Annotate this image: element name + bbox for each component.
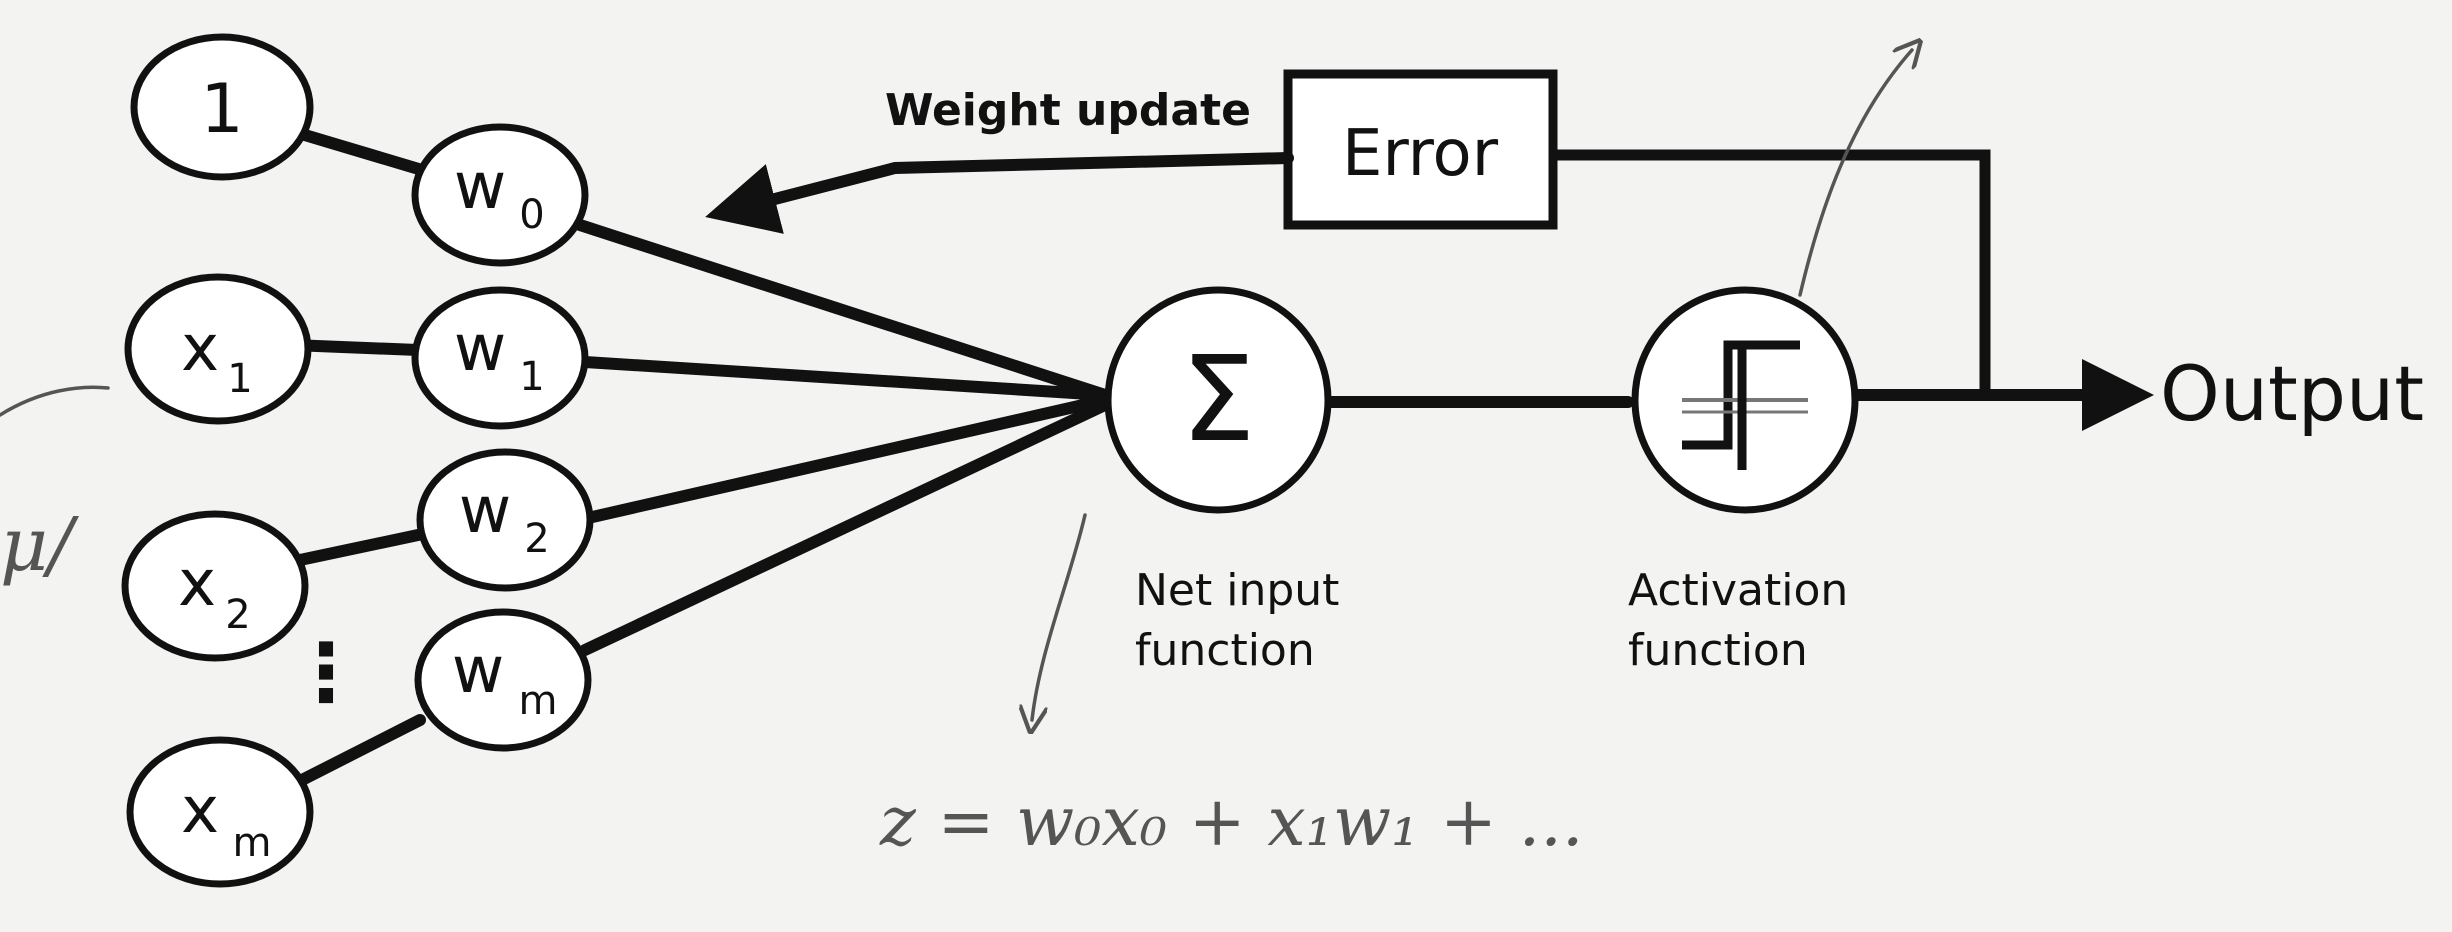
wire-wm-to-sum	[579, 399, 1111, 656]
activation-label-line1: Activation	[1628, 565, 1848, 616]
weight-node-w2: w 2	[416, 448, 594, 592]
weight-w2-label: w	[459, 474, 511, 548]
input-x2-subscript: 2	[225, 592, 250, 638]
weight-wm-subscript: m	[519, 678, 558, 724]
error-label: Error	[1342, 117, 1499, 191]
sigma-symbol: Σ	[1181, 330, 1256, 468]
pencil-curve-left	[0, 385, 110, 417]
weight-wm-label: w	[452, 634, 504, 708]
wire-x1-to-w1	[286, 339, 424, 356]
pencil-arrow-down	[1032, 513, 1087, 720]
input-node-bias: 1	[130, 33, 314, 181]
input-x2-label: x	[178, 547, 216, 621]
weight-update-arrow	[705, 152, 1294, 234]
weight-w0-subscript: 0	[519, 192, 544, 238]
handwritten-equation: z = w₀x₀ + x₁w₁ + ...	[879, 783, 1583, 862]
input-node-xm: x m	[126, 736, 314, 888]
wire-xm-to-wm	[292, 714, 426, 788]
input-node-x2: x 2	[121, 510, 309, 662]
net-input-label-line2: function	[1135, 625, 1315, 676]
wire-w0-to-sum	[574, 219, 1111, 401]
input-bias-label: 1	[200, 70, 243, 149]
weight-w1-label: w	[454, 312, 506, 386]
feedback-line	[1552, 149, 1991, 395]
input-x1-label: x	[181, 312, 219, 386]
wire-w2-to-sum	[582, 394, 1111, 524]
input-x1-subscript: 1	[227, 356, 252, 402]
wire-w1-to-sum	[579, 356, 1111, 401]
net-input-label-line1: Net input	[1135, 565, 1339, 616]
handwritten-left-note: μ/	[0, 502, 79, 588]
input-xm-label: x	[181, 774, 219, 848]
weight-node-w1: w 1	[411, 286, 589, 430]
wire-x2-to-w2	[294, 529, 424, 566]
weight-update-label: Weight update	[885, 85, 1251, 136]
input-xm-subscript: m	[233, 820, 272, 866]
weight-w0-label: w	[454, 150, 506, 224]
activation-label-line2: function	[1628, 625, 1808, 676]
pencil-arrow-up	[1798, 50, 1912, 297]
input-node-x1: x 1	[124, 273, 312, 425]
step-function-icon	[1682, 340, 1808, 470]
weight-node-wm: w m	[414, 608, 592, 752]
weight-w1-subscript: 1	[519, 354, 544, 400]
activation-node	[1631, 286, 1859, 514]
weight-w2-subscript: 2	[524, 516, 549, 562]
weight-node-w0: w 0	[411, 123, 589, 267]
output-label: Output	[2160, 349, 2424, 438]
net-input-node: Σ	[1104, 286, 1332, 514]
error-box	[1283, 69, 1558, 230]
wire-bias-to-w0	[282, 124, 428, 176]
ellipsis-dots: ⋮	[286, 626, 366, 719]
